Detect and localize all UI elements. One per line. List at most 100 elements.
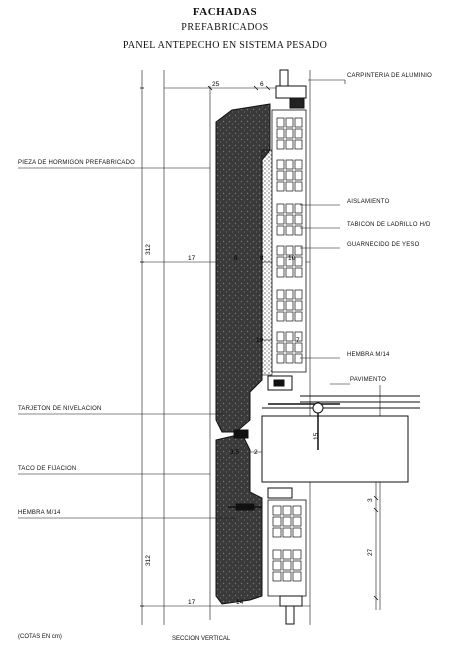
brick-cell	[294, 342, 303, 353]
brick-cell	[292, 516, 302, 527]
brick-wall-lower	[267, 499, 307, 597]
drawing-heading: PANEL ANTEPECHO EN SISTEMA PESADO	[122, 40, 328, 51]
brick-wall-upper	[271, 109, 307, 373]
brick-cell	[294, 128, 303, 139]
label-tabicon: TABICON DE LADRILLO H/D	[347, 222, 431, 228]
brick-cell	[285, 267, 294, 278]
brick-cell	[294, 331, 303, 342]
dimension-ticks	[140, 85, 379, 607]
brick-cell	[294, 225, 303, 236]
brick-cell	[292, 571, 302, 582]
brick-cell	[285, 128, 294, 139]
brick-cell	[294, 117, 303, 128]
brick-cell	[294, 311, 303, 322]
brick-cell	[282, 516, 292, 527]
dim-8b: 8	[260, 255, 264, 262]
brick-cell	[276, 267, 285, 278]
brick-cell	[294, 181, 303, 192]
concrete-panel-lower	[215, 433, 263, 605]
brick-cell	[285, 181, 294, 192]
brick-cell	[276, 225, 285, 236]
label-pieza-hormigon: PIEZA DE HORMIGON PREFABRICADO	[18, 160, 136, 166]
dim-6: 6	[260, 81, 264, 88]
brick-cell	[282, 505, 292, 516]
brick-cell	[294, 203, 303, 214]
dim-14: 14	[236, 599, 244, 606]
brick-cell	[276, 214, 285, 225]
brick-cell	[285, 342, 294, 353]
dim-3: 3	[367, 498, 374, 502]
page-title: FACHADAS	[192, 6, 258, 18]
brick-cell	[285, 225, 294, 236]
brick-cell	[294, 353, 303, 364]
brick-cell	[276, 300, 285, 311]
brick-cell	[282, 571, 292, 582]
dim-2: 2	[254, 449, 258, 456]
brick-cell	[272, 505, 282, 516]
dim-27: 27	[367, 548, 374, 556]
brick-cell	[276, 139, 285, 150]
brick-cell	[272, 527, 282, 538]
brick-cell	[285, 311, 294, 322]
page-subtitle: PREFABRICADOS	[181, 22, 269, 33]
label-aislamiento: AISLAMIENTO	[347, 199, 390, 205]
brick-cell	[292, 560, 302, 571]
brick-cell	[294, 289, 303, 300]
dim-17-top: 17	[188, 255, 196, 262]
brick-cell	[285, 300, 294, 311]
label-guarnecido: GUARNECIDO DE YESO	[347, 242, 420, 248]
brick-cell	[276, 128, 285, 139]
dim-312-top: 312	[145, 244, 152, 255]
floor-slab	[261, 395, 420, 483]
brick-cell	[294, 159, 303, 170]
brick-cell	[294, 245, 303, 256]
brick-cell	[294, 267, 303, 278]
brick-cell	[282, 527, 292, 538]
dim-25: 25	[212, 81, 220, 88]
brick-cell	[276, 311, 285, 322]
brick-cell	[276, 159, 285, 170]
label-hembra-bottom: HEMBRA M/14	[18, 510, 61, 516]
brick-cell	[292, 505, 302, 516]
dim-17-bottom: 17	[188, 599, 196, 606]
label-taco: TACO DE FIJACION	[18, 466, 77, 472]
brick-cell	[272, 516, 282, 527]
brick-cell	[285, 139, 294, 150]
insulation-layer	[261, 149, 273, 376]
brick-cell	[285, 214, 294, 225]
aluminium-frame-top	[275, 69, 307, 109]
brick-cell	[285, 331, 294, 342]
brick-cell	[282, 549, 292, 560]
dim-8a: 8	[234, 255, 238, 262]
brick-cell	[294, 139, 303, 150]
brick-cell	[276, 170, 285, 181]
brick-cell	[276, 342, 285, 353]
brick-cell	[285, 203, 294, 214]
brick-cell	[276, 181, 285, 192]
brick-cell	[292, 527, 302, 538]
aluminium-frame-bottom	[279, 595, 303, 625]
label-carpinteria: CARPINTERIA DE ALUMINIO	[347, 73, 432, 79]
brick-cell	[272, 549, 282, 560]
brick-cell	[276, 117, 285, 128]
brick-cell	[292, 549, 302, 560]
brick-cell	[272, 560, 282, 571]
brick-cell	[285, 170, 294, 181]
brick-cell	[294, 170, 303, 181]
brick-cell	[294, 214, 303, 225]
units-note: (COTAS EN cm)	[18, 634, 62, 640]
brick-cell	[276, 203, 285, 214]
dim-7: 7	[296, 337, 300, 344]
brick-cell	[285, 117, 294, 128]
brick-cell	[276, 245, 285, 256]
dim-19: 19	[256, 337, 264, 344]
concrete-panel-upper	[215, 103, 271, 433]
brick-cell	[282, 560, 292, 571]
label-hembra-top: HEMBRA M/14	[347, 352, 390, 358]
brick-cell	[294, 256, 303, 267]
brick-cell	[285, 256, 294, 267]
dim-3-5: 3,5	[230, 449, 239, 456]
brick-cell	[285, 353, 294, 364]
leader-lines	[18, 79, 350, 519]
brick-cell	[285, 245, 294, 256]
